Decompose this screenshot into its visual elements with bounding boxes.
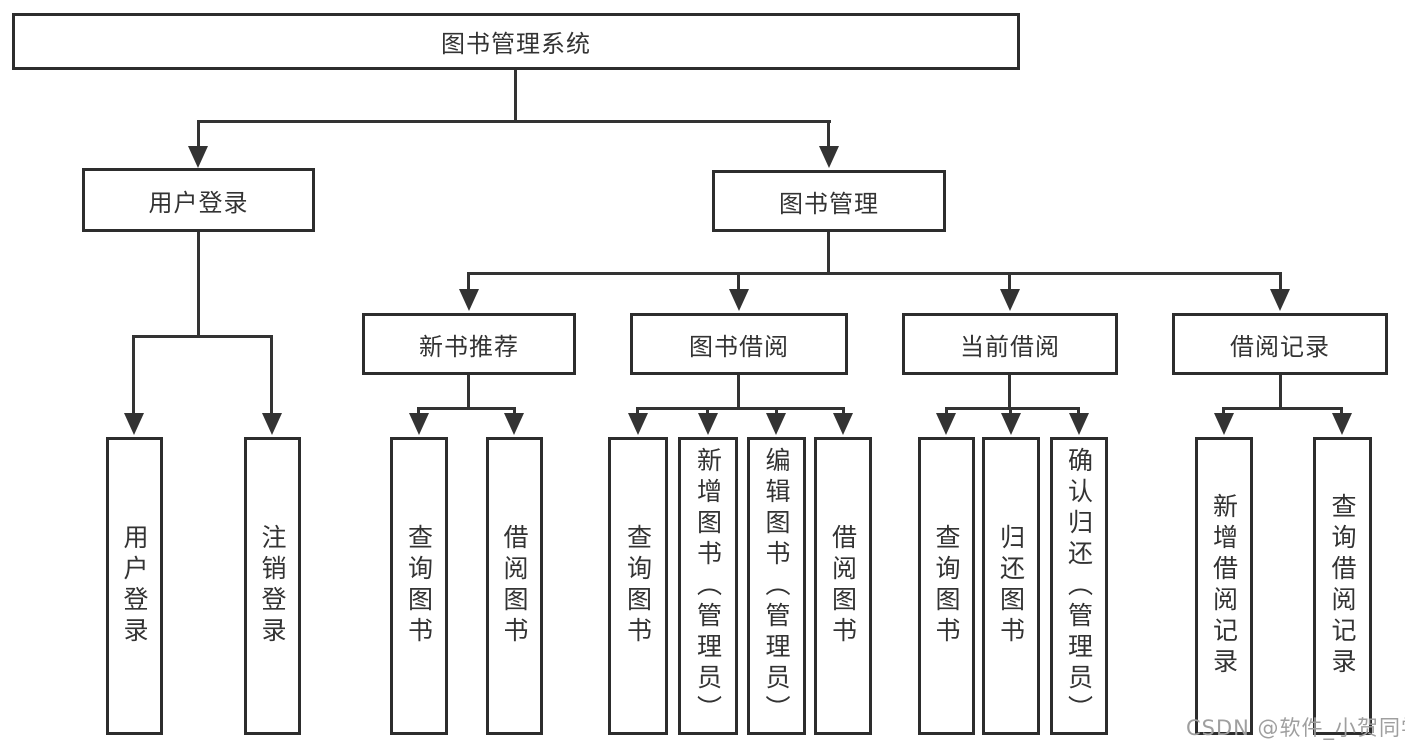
connector-line — [636, 407, 845, 410]
connector-line — [467, 272, 470, 291]
connector-line — [737, 272, 740, 291]
node-library-management-system: 图书管理系统 — [12, 13, 1020, 70]
node-label: 新书推荐 — [419, 332, 519, 361]
leaf-query-books-current: 查询图书 — [918, 437, 975, 735]
arrowhead-icon — [766, 413, 786, 435]
connector-line — [132, 335, 273, 338]
connector-line — [1222, 407, 1225, 415]
connector-line — [1077, 407, 1080, 415]
node-label: 图书管理系统 — [441, 30, 591, 58]
arrowhead-icon — [936, 413, 956, 435]
connector-line — [1279, 375, 1282, 407]
arrowhead-icon — [262, 413, 282, 435]
leaf-borrow-books-recommend: 借阅图书 — [486, 437, 543, 735]
arrowhead-icon — [1001, 413, 1021, 435]
leaf-label: 查询图书 — [932, 524, 961, 648]
arrowhead-icon — [1069, 413, 1089, 435]
leaf-label: 编辑图书（管理员） — [762, 446, 791, 726]
connector-line — [270, 335, 273, 415]
node-user-login: 用户登录 — [82, 168, 315, 232]
node-borrow-records: 借阅记录 — [1172, 313, 1388, 375]
arrowhead-icon — [819, 146, 839, 168]
connector-line — [636, 407, 639, 415]
leaf-label: 新增图书（管理员） — [693, 446, 723, 726]
arrowhead-icon — [628, 413, 648, 435]
connector-line — [417, 407, 516, 410]
connector-line — [1279, 272, 1282, 291]
leaf-label: 查询图书 — [623, 524, 653, 648]
connector-line — [1008, 272, 1011, 291]
arrowhead-icon — [1332, 413, 1352, 435]
leaf-query-borrow-record: 查询借阅记录 — [1313, 437, 1372, 735]
connector-line — [467, 272, 1282, 275]
connector-line — [706, 407, 709, 415]
connector-line — [827, 232, 830, 272]
arrowhead-icon — [459, 289, 479, 311]
leaf-logout: 注销登录 — [244, 437, 301, 735]
node-label: 图书管理 — [779, 189, 879, 218]
csdn-watermark: CSDN @软件_小贺同学 — [1186, 716, 1405, 740]
connector-line — [132, 335, 135, 415]
connector-line — [197, 120, 200, 148]
node-label: 借阅记录 — [1230, 332, 1330, 361]
connector-line — [842, 407, 845, 415]
arrowhead-icon — [729, 289, 749, 311]
arrowhead-icon — [698, 413, 718, 435]
leaf-label: 用户登录 — [120, 524, 149, 648]
leaf-query-books-recommend: 查询图书 — [390, 437, 448, 735]
arrowhead-icon — [1214, 413, 1234, 435]
connector-line — [1008, 375, 1011, 407]
connector-line — [945, 407, 948, 415]
leaf-user-login: 用户登录 — [106, 437, 163, 735]
leaf-add-borrow-record: 新增借阅记录 — [1195, 437, 1253, 735]
leaf-query-books-borrowing: 查询图书 — [608, 437, 668, 735]
leaf-label: 确认归还（管理员） — [1064, 446, 1094, 726]
leaf-label: 查询借阅记录 — [1328, 493, 1357, 679]
node-label: 图书借阅 — [689, 332, 789, 361]
connector-line — [775, 407, 778, 415]
leaf-confirm-return-admin: 确认归还（管理员） — [1050, 437, 1108, 735]
leaf-edit-books-admin: 编辑图书（管理员） — [747, 437, 806, 735]
arrowhead-icon — [504, 413, 524, 435]
arrowhead-icon — [1270, 289, 1290, 311]
connector-line — [417, 407, 420, 415]
leaf-label: 借阅图书 — [500, 524, 529, 648]
arrowhead-icon — [833, 413, 853, 435]
connector-line — [513, 407, 516, 415]
arrowhead-icon — [409, 413, 429, 435]
arrowhead-icon — [188, 146, 208, 168]
leaf-label: 查询图书 — [404, 524, 434, 648]
connector-line — [1340, 407, 1343, 415]
connector-line — [737, 375, 740, 407]
node-current-borrowing: 当前借阅 — [902, 313, 1118, 375]
connector-line — [945, 407, 1080, 410]
leaf-add-books-admin: 新增图书（管理员） — [678, 437, 738, 735]
connector-line — [197, 232, 200, 335]
leaf-return-books: 归还图书 — [982, 437, 1040, 735]
connector-line — [197, 120, 831, 123]
connector-line — [467, 375, 470, 407]
node-new-book-recommend: 新书推荐 — [362, 313, 576, 375]
node-label: 当前借阅 — [960, 332, 1060, 361]
connector-line — [514, 70, 517, 120]
node-label: 用户登录 — [148, 188, 249, 217]
node-book-management: 图书管理 — [712, 170, 946, 232]
connector-line — [1009, 407, 1012, 415]
arrowhead-icon — [124, 413, 144, 435]
arrowhead-icon — [1000, 289, 1020, 311]
leaf-borrow-books: 借阅图书 — [814, 437, 872, 735]
connector-line — [827, 120, 830, 148]
node-book-borrowing: 图书借阅 — [630, 313, 848, 375]
leaf-label: 借阅图书 — [828, 524, 858, 648]
leaf-label: 新增借阅记录 — [1209, 493, 1239, 679]
connector-line — [1222, 407, 1343, 410]
leaf-label: 注销登录 — [258, 524, 287, 648]
leaf-label: 归还图书 — [996, 524, 1026, 648]
